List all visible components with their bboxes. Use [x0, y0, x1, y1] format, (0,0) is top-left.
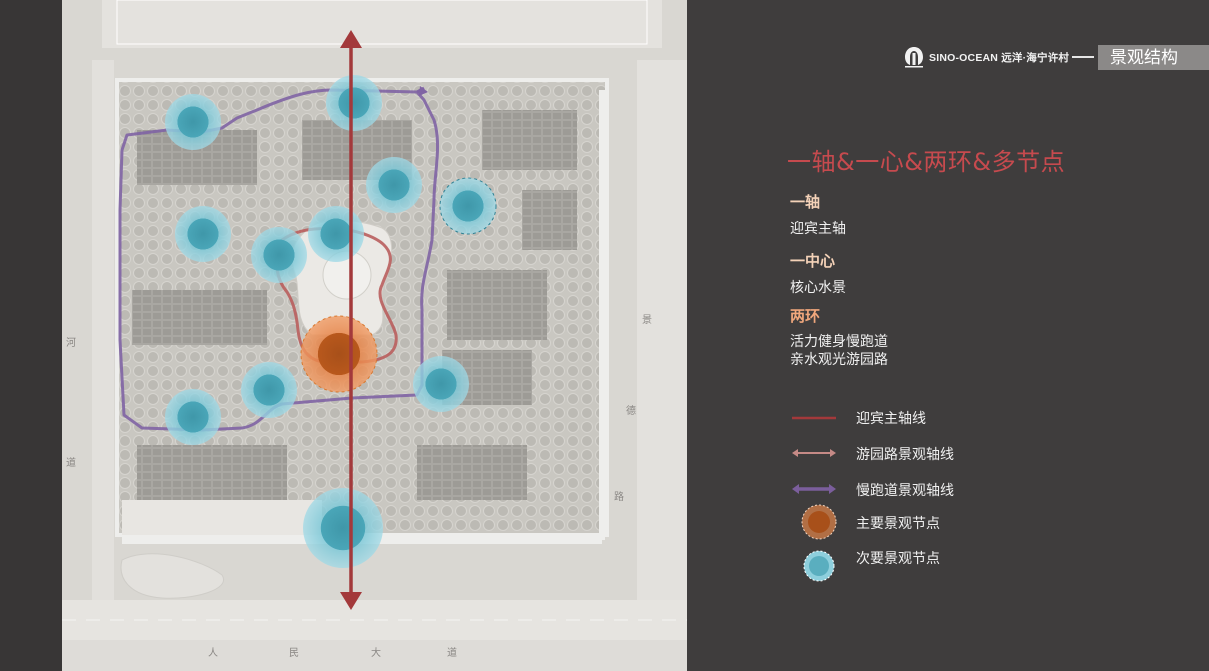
sino-ocean-logo — [905, 47, 923, 68]
brand-header: SINO-OCEAN 远洋·海宁许村 — [903, 44, 1095, 70]
legend-label: 次要景观节点 — [856, 551, 940, 567]
structure-text-ring-2: 亲水观光游园路 — [790, 352, 888, 368]
brand-name: SINO-OCEAN 远洋·海宁许村 — [929, 51, 1070, 64]
legend-label: 迎宾主轴线 — [856, 411, 926, 427]
red-axis-line-icon — [792, 416, 836, 420]
legend-secondary-node: 次要景观节点 — [790, 548, 1050, 584]
secondary-node — [303, 488, 383, 568]
road-label-right-3: 路 — [614, 492, 624, 503]
legend-jogging-path: 慢跑道景观轴线 — [790, 475, 1050, 505]
pink-arrow-line-icon — [792, 449, 836, 457]
secondary-node — [326, 75, 382, 131]
legend-label: 慢跑道景观轴线 — [856, 483, 954, 499]
brand-divider — [1072, 56, 1095, 58]
legend-label: 游园路景观轴线 — [856, 447, 954, 463]
road-label-bottom-1: 人 — [208, 648, 218, 659]
legend-label: 主要景观节点 — [856, 516, 940, 532]
legend-garden-path: 游园路景观轴线 — [790, 439, 1050, 469]
secondary-node — [308, 206, 364, 262]
purple-arrow-line-icon — [792, 484, 836, 494]
main-title: 一轴&一心&两环&多节点 — [787, 148, 1066, 176]
legend-primary-node: 主要景观节点 — [790, 504, 1050, 542]
left-dark-strip — [0, 0, 62, 671]
secondary-node — [241, 362, 297, 418]
structure-heading-axis: 一轴 — [790, 193, 821, 211]
structure-text-ring-1: 活力健身慢跑道 — [790, 334, 888, 350]
road-label-bottom-4: 道 — [447, 648, 457, 659]
legend-main-axis: 迎宾主轴线 — [790, 403, 1050, 433]
secondary-node — [366, 157, 422, 213]
secondary-node — [439, 177, 497, 235]
structure-heading-rings: 两环 — [790, 307, 821, 325]
structure-text-center: 核心水景 — [790, 280, 846, 296]
orange-node-circle-icon — [801, 504, 837, 540]
structure-heading-center: 一中心 — [790, 252, 836, 270]
road-label-bottom-3: 大 — [371, 648, 381, 659]
secondary-node — [165, 389, 221, 445]
site-plan-drawing — [62, 0, 687, 671]
road-label-right-1: 景 — [642, 315, 652, 326]
primary-node — [300, 315, 378, 393]
structure-text-axis: 迎宾主轴 — [790, 221, 846, 237]
secondary-node — [165, 94, 221, 150]
road-label-left-2: 道 — [66, 458, 76, 469]
road-label-right-2: 德 — [626, 406, 636, 417]
section-title: 景观结构 — [1098, 45, 1209, 70]
site-plan-map: 人 民 大 道 河 道 景 德 路 — [62, 0, 687, 671]
road-label-left-1: 河 — [66, 338, 76, 349]
blue-node-circle-icon — [803, 550, 835, 582]
secondary-node — [413, 356, 469, 412]
secondary-node — [175, 206, 231, 262]
road-label-bottom-2: 民 — [289, 648, 299, 659]
secondary-node — [251, 227, 307, 283]
